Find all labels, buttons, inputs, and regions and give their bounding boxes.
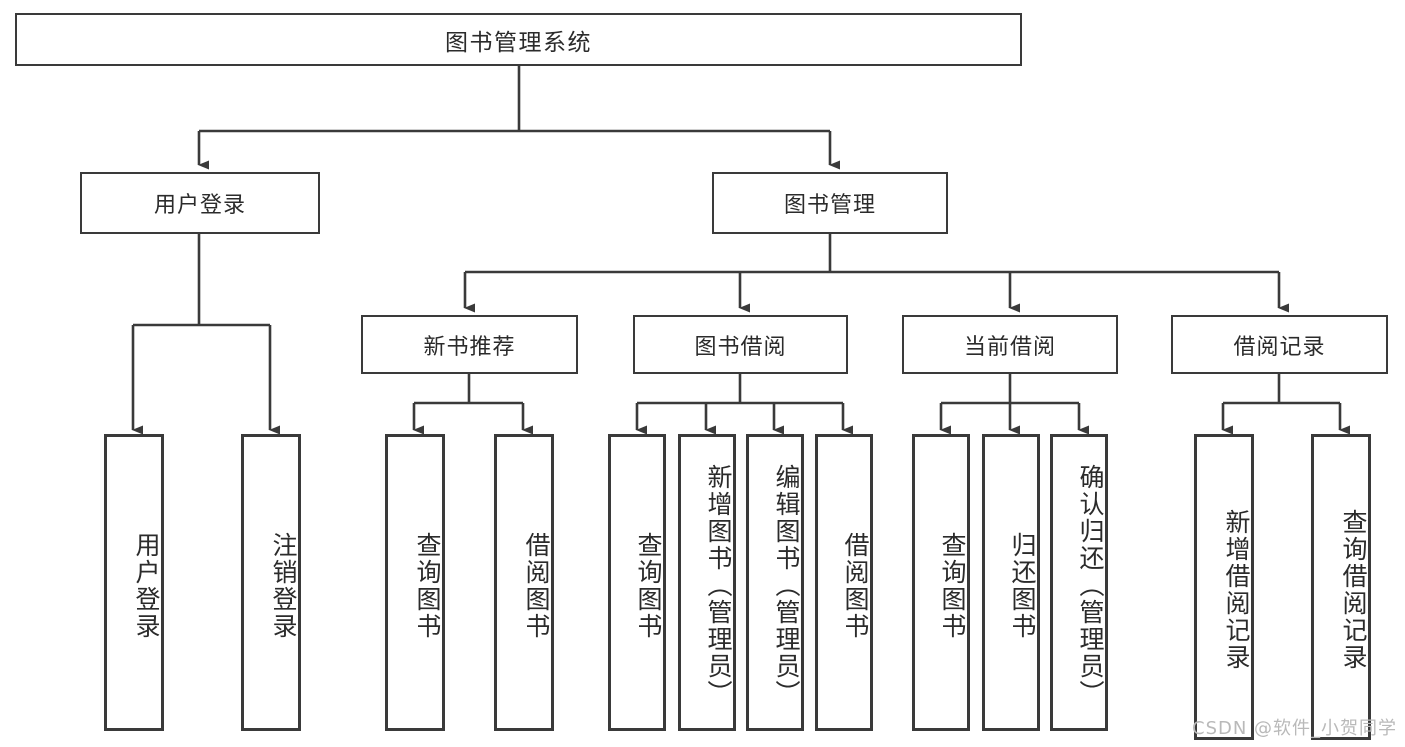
leaf-confirm-return-admin[interactable]: 确认归还（管理员）: [1050, 434, 1108, 731]
node-new-book-recommend[interactable]: 新书推荐: [361, 315, 578, 374]
node-new-book-recommend-label: 新书推荐: [423, 334, 516, 360]
node-borrow-records-label: 借阅记录: [1233, 334, 1326, 360]
node-root-label: 图书管理系统: [445, 29, 592, 56]
leaf-return-book-label: 归还图书: [1008, 531, 1037, 640]
node-borrow-records[interactable]: 借阅记录: [1171, 315, 1388, 374]
leaf-logout-label: 注销登录: [269, 531, 298, 640]
leaf-add-borrow-record[interactable]: 新增借阅记录: [1194, 434, 1254, 740]
leaf-user-login-label: 用户登录: [132, 531, 161, 640]
node-book-management-label: 图书管理: [783, 193, 876, 218]
node-current-borrow[interactable]: 当前借阅: [902, 315, 1118, 374]
node-book-borrow-label: 图书借阅: [694, 334, 787, 360]
node-book-management[interactable]: 图书管理: [712, 172, 948, 234]
leaf-add-book-admin-label: 新增图书（管理员）: [704, 464, 733, 707]
leaf-query-book-borrow[interactable]: 查询图书: [608, 434, 666, 731]
leaf-borrow-book-recommend[interactable]: 借阅图书: [494, 434, 554, 731]
leaf-query-book-recommend[interactable]: 查询图书: [385, 434, 445, 731]
leaf-query-book-current[interactable]: 查询图书: [912, 434, 970, 731]
leaf-query-borrow-record[interactable]: 查询借阅记录: [1311, 434, 1371, 740]
leaf-borrow-book-label: 借阅图书: [841, 531, 870, 640]
leaf-borrow-book-recommend-label: 借阅图书: [522, 531, 551, 640]
leaf-return-book[interactable]: 归还图书: [982, 434, 1040, 731]
node-current-borrow-label: 当前借阅: [963, 334, 1056, 360]
leaf-query-book-current-label: 查询图书: [938, 531, 967, 640]
leaf-user-login[interactable]: 用户登录: [104, 434, 164, 731]
watermark: CSDN @软件_小贺同学: [1192, 718, 1398, 739]
leaf-borrow-book[interactable]: 借阅图书: [815, 434, 873, 731]
leaf-add-borrow-record-label: 新增借阅记录: [1222, 509, 1251, 671]
leaf-edit-book-admin[interactable]: 编辑图书（管理员）: [746, 434, 804, 731]
node-root[interactable]: 图书管理系统: [15, 13, 1022, 66]
leaf-query-book-recommend-label: 查询图书: [413, 531, 442, 640]
node-user-login-label: 用户登录: [153, 193, 246, 218]
leaf-confirm-return-admin-label: 确认归还（管理员）: [1076, 464, 1105, 707]
leaf-query-borrow-record-label: 查询借阅记录: [1339, 509, 1368, 671]
leaf-add-book-admin[interactable]: 新增图书（管理员）: [678, 434, 736, 731]
leaf-edit-book-admin-label: 编辑图书（管理员）: [772, 464, 801, 707]
leaf-logout[interactable]: 注销登录: [241, 434, 301, 731]
node-book-borrow[interactable]: 图书借阅: [633, 315, 848, 374]
leaf-query-book-borrow-label: 查询图书: [634, 531, 663, 640]
node-user-login[interactable]: 用户登录: [80, 172, 320, 234]
